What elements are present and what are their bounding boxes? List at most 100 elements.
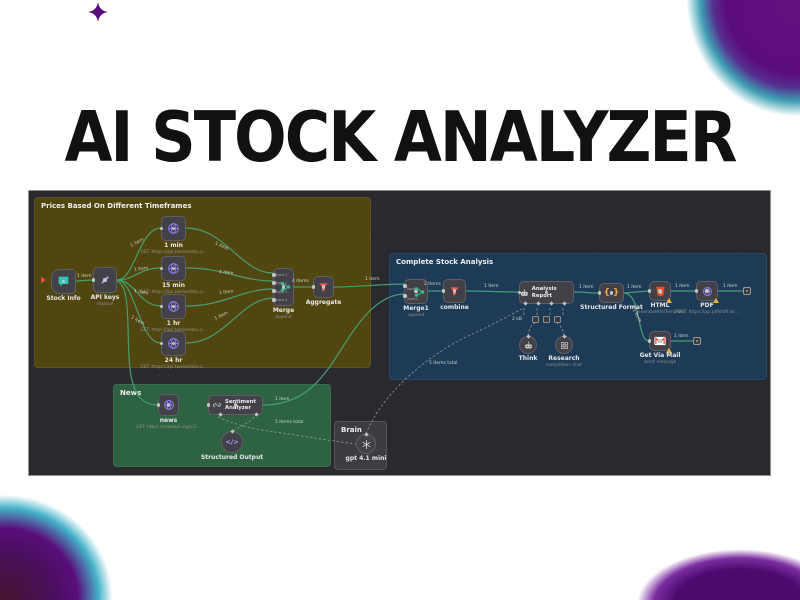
node-gpt-41-mini[interactable]: gpt 4.1 mini [346,434,386,462]
group-title: Prices Based On Different Timeframes [41,202,192,210]
globe-icon [168,338,179,349]
placeholder-node[interactable] [693,337,701,345]
node-subtitle: GET: https://api.twelvedata.c... [140,364,207,370]
node-research[interactable]: Research completion: chat [546,336,582,368]
node-get-via-mail[interactable]: Get Via Mail send: message [640,331,680,365]
svg-text:5: 5 [658,289,662,295]
node-subtitle: append [407,312,425,318]
funnel-icon [450,286,459,296]
globe-icon [168,263,179,274]
robot-icon [521,288,528,296]
globe-icon [168,301,179,312]
node-label: Stock Info [46,295,81,302]
node-subtitle: manual [96,301,114,307]
node-subtitle: GET: https://api.twelvedata.c... [140,327,207,333]
merge-branch-icon [280,282,291,292]
node-subtitle: send: message [643,359,677,365]
gmail-m-icon [654,336,666,346]
play-arrow-icon [41,277,46,283]
input-port[interactable] [403,294,407,298]
node-structured-output[interactable]: </> Structured Output [201,431,263,461]
page-title: AI STOCK ANALYZER [64,96,737,178]
node-subtitle: GET: https://newsapi.org/v2/... [136,424,201,430]
openai-asterisk-icon [362,439,370,449]
node-label: PDF [700,302,714,309]
node-label: Merge1 [403,305,429,312]
input-port[interactable] [272,289,276,293]
warning-triangle-icon [666,348,672,353]
node-label: combine [440,304,469,311]
input-port-labels: Input 1 Input 2 [407,287,419,301]
group-title: Brain [341,426,362,434]
node-think[interactable]: Think [519,336,537,362]
decor-blob-bottom-left [0,478,130,600]
node-label: API keys [90,294,120,301]
node-label: Structured Output [200,454,264,461]
node-label: Aggregate [305,299,342,306]
input-port[interactable] [272,298,276,302]
chat-bubble-icon [58,276,69,287]
node-label: 1 hr [166,320,181,327]
globe-icon [163,400,174,410]
node-news[interactable]: news GET: https://newsapi.org/v2/... [136,394,201,430]
node-label: Get Via Mail [639,352,681,359]
node-subtitle: GET: https://api.twelvedata.c... [140,249,207,255]
group-title: News [120,389,142,397]
warning-triangle-icon [666,298,672,303]
node-subtitle: completion: chat [545,362,583,368]
node-label: 15 min [161,282,186,289]
code-tag-icon: </> [225,438,239,446]
node-label: Sentiment Analyzer [225,398,256,411]
node-label: Research [548,355,580,362]
node-label: Structured Format [580,304,643,311]
node-24hr[interactable]: 24 hr GET: https://api.twelvedata.c... [140,331,207,370]
globe-icon [702,286,712,296]
input-port[interactable] [403,284,407,288]
input-port[interactable] [272,273,276,277]
node-merge1[interactable]: Input 1 Input 2 Merge1 append [403,279,429,318]
html5-shield-icon: 5 [655,286,665,296]
globe-icon [168,223,179,234]
node-combine[interactable]: combine [440,279,469,311]
node-html[interactable]: 5 HTML generateHtmlTemplate [635,281,685,315]
sparkle-star-icon [88,2,108,22]
decor-blob-bottom-right [620,540,800,600]
merge-branch-icon [414,286,425,297]
node-stock-info[interactable]: Stock Info [46,269,81,302]
node-api-keys[interactable]: API keys manual [91,267,119,307]
node-label: news [159,417,178,424]
node-label: gpt 4.1 mini [345,455,387,462]
node-label: 1 min [164,242,183,249]
node-aggregate[interactable]: Aggregate [306,276,341,306]
node-sentiment-analyzer[interactable]: Sentiment Analyzer [206,395,263,417]
node-label: Think [518,355,538,362]
node-label: Analysis Report [531,286,557,299]
node-subtitle: generateHtmlTemplate [635,309,685,315]
node-structured-format[interactable]: { } Structured Format [580,283,643,311]
grid-icon [560,341,568,349]
chain-link-icon [213,402,221,408]
node-1hr[interactable]: 1 hr GET: https://api.twelvedata.c... [140,294,207,333]
node-label: Merge [272,307,295,314]
warning-triangle-icon [713,298,719,303]
node-subtitle: POST: https://api.pdfshift.io/... [675,309,739,315]
node-1min[interactable]: 1 min GET: https://api.twelvedata.c... [140,216,207,255]
placeholder-node[interactable] [743,287,751,295]
node-subtitle: append [275,314,292,320]
sub-node-badge[interactable] [543,316,550,323]
robot-icon [524,341,532,348]
pencil-icon [101,275,110,284]
workflow-canvas[interactable]: Prices Based On Different Timeframes Com… [28,190,771,476]
input-port[interactable] [272,281,276,285]
node-label: HTML [650,302,670,309]
node-label: 24 hr [164,357,183,364]
node-analysis-report[interactable]: Analysis Report [517,281,574,306]
node-15min[interactable]: 15 min GET: https://api.twelvedata.c... [140,256,207,295]
braces-icon: { } [603,288,620,298]
node-merge[interactable]: Input 1 Input 2 Input 3 Input 4 Merge ap… [272,268,294,320]
sub-node-badge[interactable] [554,316,561,323]
node-pdf[interactable]: PDF POST: https://api.pdfshift.io/... [675,281,739,315]
sub-node-badge[interactable] [532,316,539,323]
funnel-icon [319,282,328,292]
